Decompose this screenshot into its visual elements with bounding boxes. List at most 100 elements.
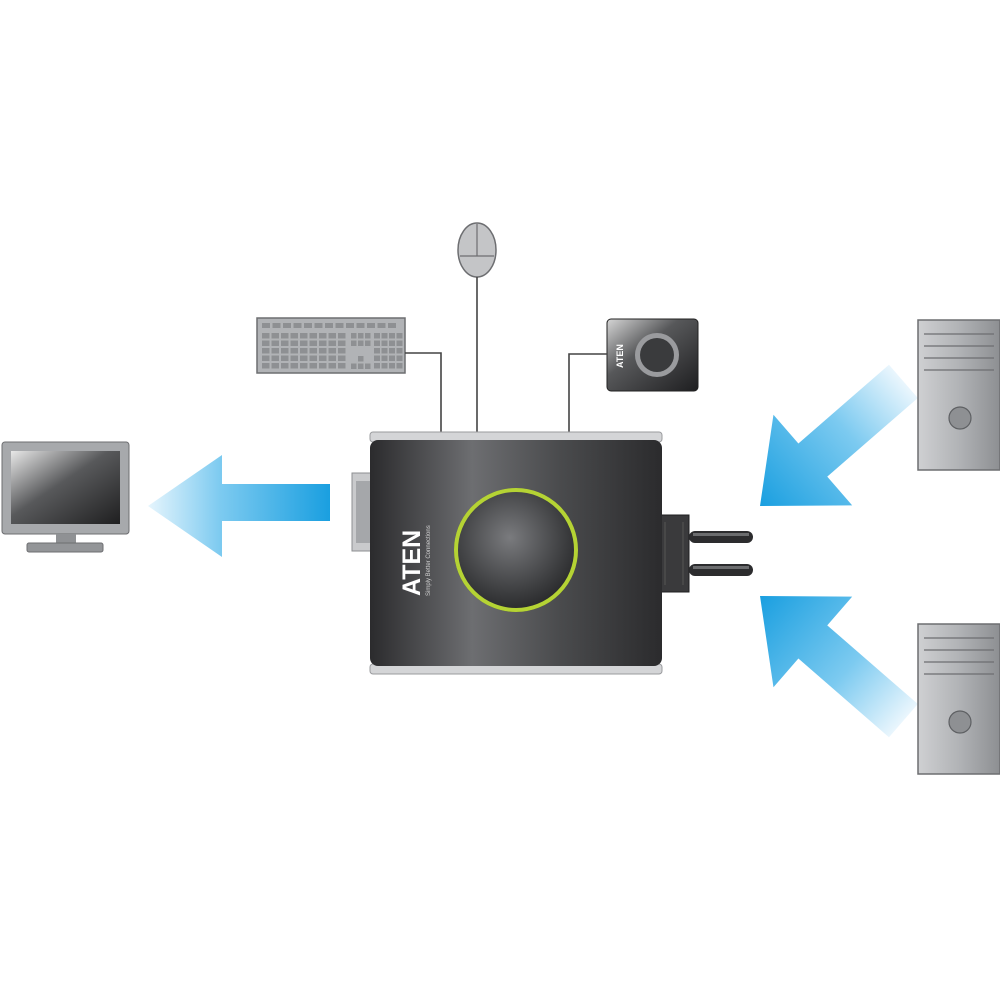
output-arrow — [148, 455, 330, 557]
keyboard-key — [365, 363, 371, 369]
remote-cable — [568, 353, 607, 433]
keyboard-key — [335, 323, 344, 328]
keyboard-key — [271, 348, 279, 354]
keyboard-key — [271, 333, 279, 339]
keyboard-key — [328, 348, 336, 354]
keyboard-key — [365, 333, 371, 339]
keyboard-key — [381, 348, 388, 354]
keyboard-key — [389, 340, 395, 346]
keyboard-key — [309, 340, 317, 346]
keyboard-key — [262, 355, 270, 361]
keyboard-key — [374, 340, 380, 346]
keyboard-key — [381, 340, 388, 346]
keyboard-key — [290, 333, 298, 339]
keyboard-key — [381, 333, 388, 339]
keyboard-key — [356, 323, 365, 328]
keyboard-key — [338, 363, 346, 369]
kvm-switch-icon: ATEN Simply Better Connections — [369, 431, 663, 675]
keyboard-key — [374, 363, 380, 369]
keyboard-key — [319, 348, 327, 354]
keyboard-key — [374, 333, 380, 339]
keyboard-key — [281, 355, 289, 361]
keyboard-key — [300, 333, 308, 339]
keyboard-key — [309, 333, 317, 339]
keyboard-key — [374, 348, 380, 354]
brand-tagline: Simply Better Connections — [426, 525, 432, 596]
keyboard-key — [290, 363, 298, 369]
port-select-button[interactable] — [454, 488, 578, 612]
keyboard-key — [377, 323, 386, 328]
remote-logo: ATEN — [615, 344, 625, 368]
keyboard-key — [262, 363, 270, 369]
keyboard-key — [358, 340, 364, 346]
keyboard-key — [262, 348, 270, 354]
input-arrow-upper — [760, 364, 918, 506]
remote-logo-text: ATEN — [615, 344, 625, 368]
keyboard-key — [389, 355, 395, 361]
keyboard-key — [272, 323, 281, 328]
keyboard-key — [281, 348, 289, 354]
keyboard-key — [328, 363, 336, 369]
keyboard-key — [281, 363, 289, 369]
computer-tower-1 — [917, 319, 1000, 471]
input-arrow-lower — [760, 596, 918, 738]
keyboard-key — [381, 363, 388, 369]
keyboard-key — [262, 323, 270, 328]
keyboard-key — [389, 333, 395, 339]
monitor-icon — [1, 441, 130, 553]
mouse-icon — [457, 222, 497, 278]
keyboard-key — [271, 340, 279, 346]
keyboard-key — [396, 340, 403, 346]
keyboard-key — [396, 333, 403, 339]
keyboard-key — [271, 363, 279, 369]
keyboard-key — [351, 333, 357, 339]
keyboard-key — [271, 355, 279, 361]
keyboard-key — [262, 340, 270, 346]
brand-logo-text: ATEN — [398, 530, 426, 596]
keyboard-key — [328, 355, 336, 361]
status-ring — [454, 488, 578, 612]
keyboard-key — [365, 340, 371, 346]
keyboard-key — [358, 363, 364, 369]
keyboard-key — [396, 348, 403, 354]
keyboard-key — [346, 323, 354, 328]
keyboard-key — [309, 348, 317, 354]
keyboard-keys — [262, 323, 403, 369]
remote-port-selector-icon: ATEN — [606, 318, 699, 392]
keyboard-key — [281, 340, 289, 346]
keyboard-key — [328, 333, 336, 339]
keyboard-key — [388, 323, 396, 328]
keyboard-key — [351, 340, 357, 346]
keyboard-key — [358, 356, 364, 362]
keyboard-key — [367, 323, 375, 328]
keyboard-key — [396, 355, 403, 361]
keyboard-key — [300, 355, 308, 361]
keyboard-key — [389, 363, 395, 369]
keyboard-key — [338, 333, 346, 339]
keyboard-key — [281, 333, 289, 339]
keyboard-key — [319, 340, 327, 346]
keyboard-key — [262, 333, 270, 339]
keyboard-key — [396, 363, 403, 369]
brand-logo: ATEN Simply Better Connections — [398, 525, 432, 596]
keyboard-key — [338, 348, 346, 354]
keyboard-icon — [256, 317, 406, 374]
keyboard-key — [300, 348, 308, 354]
keyboard-key — [283, 323, 291, 328]
keyboard-key — [304, 323, 312, 328]
keyboard-key — [325, 323, 333, 328]
keyboard-key — [351, 363, 357, 369]
input-cables — [658, 514, 753, 593]
keyboard-key — [309, 363, 317, 369]
keyboard-key — [290, 355, 298, 361]
keyboard-key — [319, 363, 327, 369]
keyboard-key — [300, 363, 308, 369]
keyboard-key — [290, 340, 298, 346]
keyboard-key — [374, 355, 380, 361]
keyboard-key — [358, 333, 364, 339]
keyboard-key — [309, 355, 317, 361]
keyboard-key — [290, 348, 298, 354]
keyboard-key — [319, 355, 327, 361]
keyboard-key — [300, 340, 308, 346]
keyboard-key — [314, 323, 323, 328]
